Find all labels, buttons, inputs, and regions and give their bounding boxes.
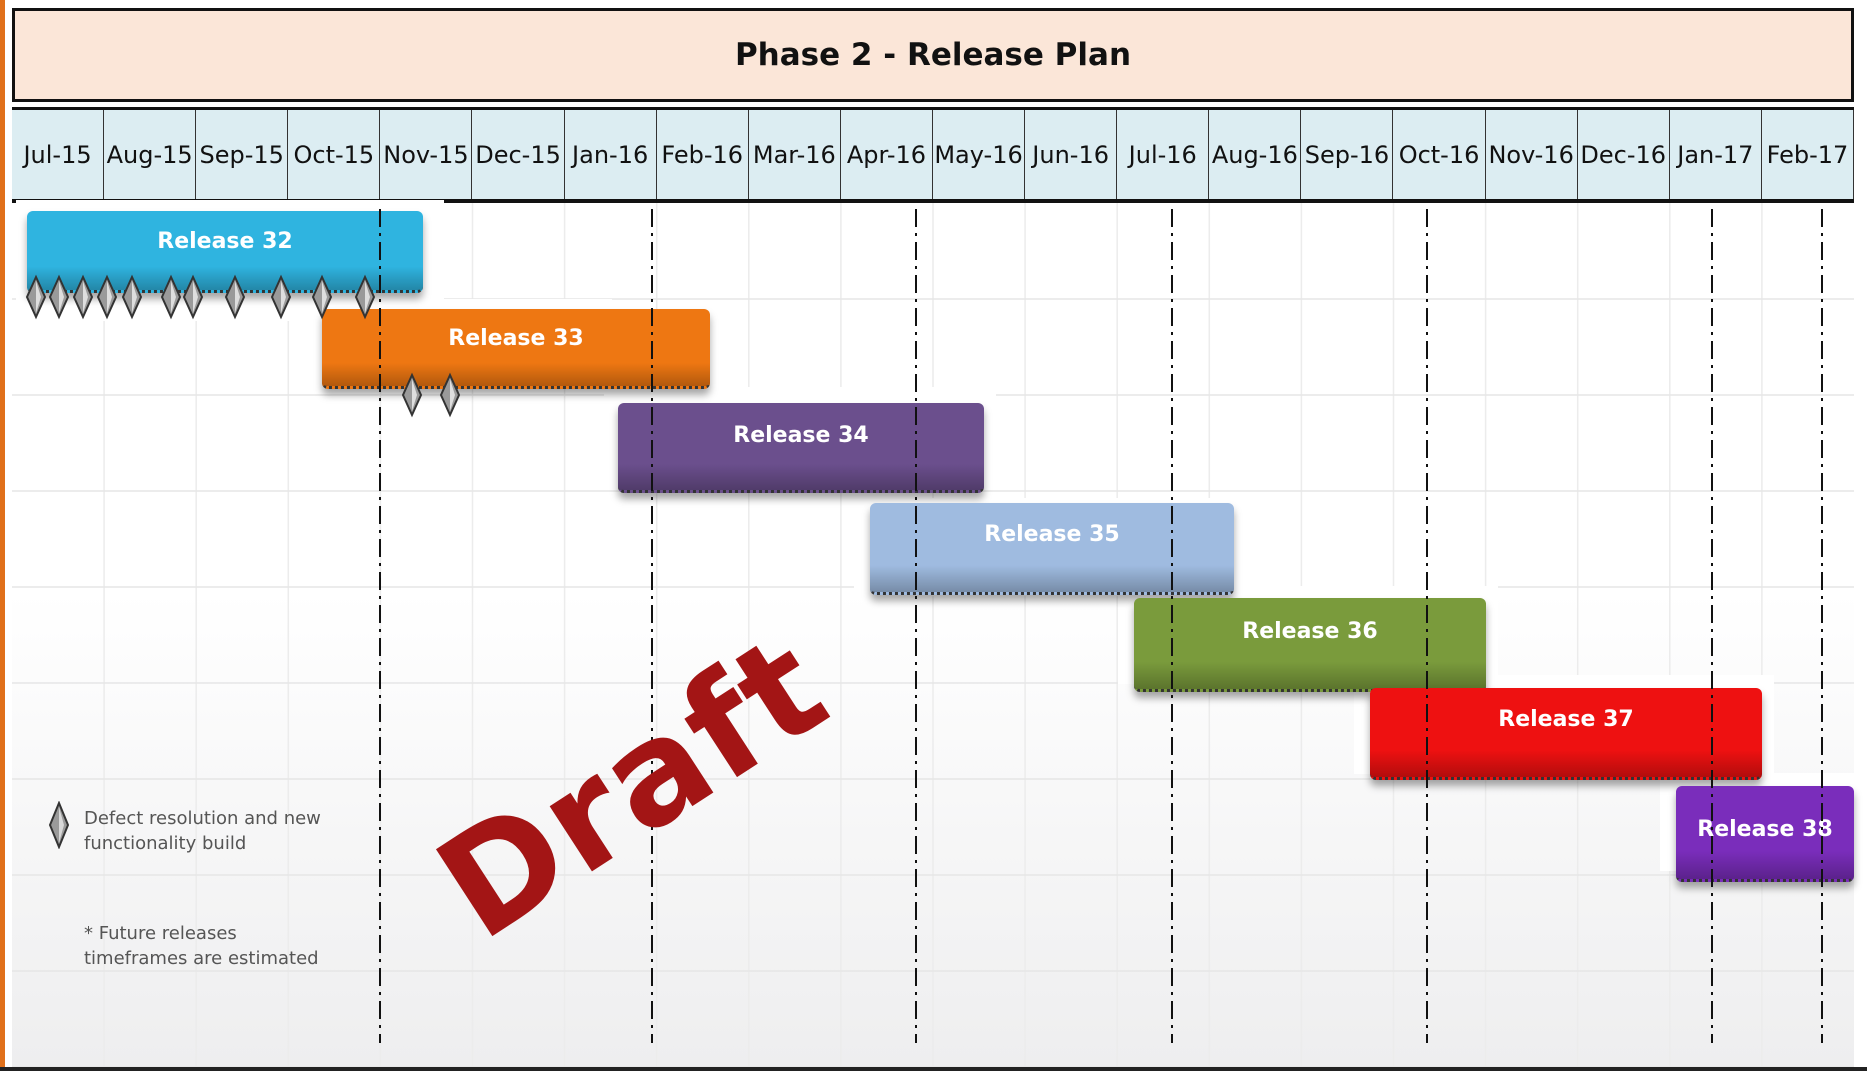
month-label: Jan-16 (565, 110, 657, 199)
month-label: Oct-15 (288, 110, 381, 199)
release-label: Release 37 (1498, 707, 1634, 732)
bottom-border (0, 1067, 1867, 1071)
estimate-note-line: timeframes are estimated (84, 948, 319, 969)
release-label: Release 36 (1242, 619, 1378, 644)
month-label: Sep-16 (1301, 110, 1394, 199)
left-accent-border (0, 0, 5, 1071)
diamond-milestone-icon (439, 372, 461, 418)
month-label: Apr-16 (841, 110, 933, 199)
month-label: Feb-16 (657, 110, 749, 199)
diamond-milestone-icon (25, 274, 47, 320)
timeline-grid: Release 32 Release 33 Release 34 Release… (12, 200, 1854, 1067)
month-label: Mar-16 (749, 110, 841, 199)
month-label: Jul-16 (1117, 110, 1210, 199)
release-label: Release 34 (733, 423, 869, 448)
release-label: Release 35 (984, 522, 1120, 547)
diamond-milestone-icon (401, 372, 423, 418)
month-label: Nov-15 (380, 110, 473, 199)
month-label: May-16 (933, 110, 1026, 199)
diamond-milestone-icon (311, 274, 333, 320)
month-label: Jun-16 (1025, 110, 1118, 199)
release-bar-34: Release 34 (618, 403, 984, 493)
month-label: Dec-15 (473, 110, 565, 199)
milestone-legend-text: Defect resolution and new functionality … (84, 806, 321, 856)
month-label: Jan-17 (1670, 110, 1762, 199)
diamond-milestone-icon (182, 274, 204, 320)
diamond-milestone-icon (72, 274, 94, 320)
month-label: Feb-17 (1762, 110, 1854, 199)
milestone-and-divider-overlay (25, 209, 1823, 1043)
release-bar-33: Release 33 (322, 309, 710, 389)
diamond-milestone-icon (354, 274, 376, 320)
release-label: Release 32 (157, 229, 293, 254)
month-label: Aug-16 (1209, 110, 1302, 199)
diamond-milestone-icon (48, 801, 70, 849)
page-title: Phase 2 - Release Plan (734, 37, 1132, 73)
month-label: Sep-15 (196, 110, 289, 199)
release-bar-38: Release 38 (1676, 786, 1854, 882)
title-bar: Phase 2 - Release Plan (12, 8, 1854, 102)
estimate-note-line: * Future releases (84, 923, 237, 944)
diamond-milestone-icon (270, 274, 292, 320)
diamond-milestone-icon (160, 274, 182, 320)
diamond-milestone-icon (121, 274, 143, 320)
milestone-legend-line: Defect resolution and new (84, 808, 321, 829)
release-label: Release 33 (448, 326, 584, 351)
month-label: Nov-16 (1486, 110, 1578, 199)
release-bar-37: Release 37 (1370, 688, 1762, 780)
release-bar-35: Release 35 (870, 503, 1234, 595)
month-label: Jul-15 (12, 110, 105, 199)
diamond-milestone-icon (96, 274, 118, 320)
estimate-note: * Future releases timeframes are estimat… (84, 921, 319, 971)
month-label: Oct-16 (1394, 110, 1486, 199)
release-label: Release 38 (1697, 817, 1833, 842)
milestone-legend-line: functionality build (84, 833, 247, 854)
month-label: Aug-15 (104, 110, 197, 199)
diamond-milestone-icon (224, 274, 246, 320)
diamond-milestone-icon (48, 274, 70, 320)
release-bar-32: Release 32 (27, 211, 423, 293)
month-label: Dec-16 (1578, 110, 1670, 199)
